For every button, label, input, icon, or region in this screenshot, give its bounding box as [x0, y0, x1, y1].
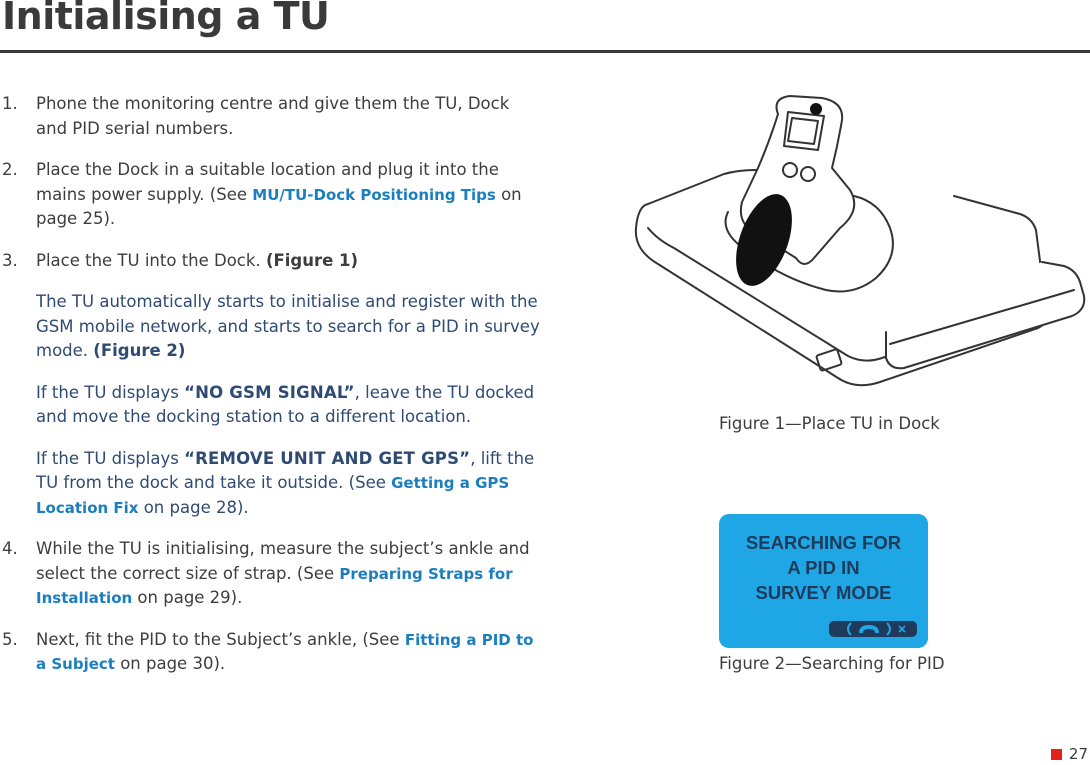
figure-reference: (Figure 2) — [93, 341, 186, 360]
display-message: SEARCHING FOR A PID IN SURVEY MODE — [719, 530, 928, 605]
note-text: If the TU displays — [36, 382, 185, 402]
step-text-tail: on page 29). — [132, 588, 243, 607]
step-text: Next, fit the PID to the Subject’s ankle… — [36, 629, 405, 649]
link-dock-positioning-tips[interactable]: MU/TU-Dock Positioning Tips — [252, 185, 496, 204]
close-icon — [898, 625, 906, 633]
status-bar — [829, 621, 917, 637]
figure-2-caption: Figure 2—Searching for PID — [719, 654, 945, 673]
step-text: Place the Dock in a suitable location an… — [36, 160, 499, 204]
step-number: 1. — [2, 94, 18, 113]
step-text: Place the TU into the Dock. — [36, 250, 266, 270]
link-fitting-pid[interactable]: Fitting a PID to a Subject — [36, 630, 534, 674]
title-divider — [0, 50, 1090, 53]
note-text-mid: , lift the TU from the dock and take it … — [36, 448, 535, 493]
page-title: Initialising a TU — [2, 0, 330, 38]
step-number: 2. — [2, 160, 18, 179]
figure-reference: (Figure 1) — [265, 250, 359, 270]
note-text-tail: , leave the TU docked and move the docki… — [36, 382, 535, 427]
display-line: SURVEY MODE — [755, 582, 892, 603]
step-2: 2. Place the Dock in a suitable location… — [0, 158, 540, 232]
page-footer: 27 — [1050, 745, 1088, 763]
display-message: “NO GSM SIGNAL” — [184, 382, 355, 402]
step-4: 4. While the TU is initialising, measure… — [0, 537, 540, 611]
note-text: If the TU displays — [36, 448, 185, 468]
note-remove-unit: If the TU displays “REMOVE UNIT AND GET … — [0, 447, 540, 521]
figure-1-caption: Figure 1—Place TU in Dock — [719, 414, 940, 433]
tu-in-dock-illustration — [634, 95, 1086, 387]
note-text: The TU automatically starts to initialis… — [36, 292, 540, 360]
step-number: 3. — [2, 250, 18, 270]
step-text-tail: on page 30). — [114, 654, 226, 673]
step-1: 1. Phone the monitoring centre and give … — [0, 92, 540, 141]
step-5: 5. Next, fit the PID to the Subject’s an… — [0, 628, 540, 677]
step-text: While the TU is initialising, measure th… — [36, 539, 530, 583]
step-number: 4. — [2, 539, 18, 558]
page-number: 27 — [1068, 745, 1088, 763]
note-text-tail: on page 28). — [138, 497, 249, 517]
step-3: 3. Place the TU into the Dock. (Figure 1… — [0, 249, 540, 274]
display-message: “REMOVE UNIT AND GET GPS” — [184, 448, 471, 468]
page-marker-square — [1050, 748, 1062, 760]
step-text-tail: on page 25). — [36, 184, 522, 229]
display-line: SEARCHING FOR — [745, 532, 902, 553]
instruction-list: 1. Phone the monitoring centre and give … — [0, 92, 540, 694]
tu-display-screen: SEARCHING FOR A PID IN SURVEY MODE — [719, 514, 928, 648]
note-initialising: The TU automatically starts to initialis… — [0, 290, 540, 364]
phone-icon — [859, 625, 879, 633]
link-gps-location-fix[interactable]: Getting a GPS Location Fix — [36, 474, 510, 517]
step-text: Phone the monitoring centre and give the… — [36, 94, 510, 138]
display-line: A PID IN — [787, 557, 860, 578]
link-preparing-straps[interactable]: Preparing Straps for Installation — [36, 564, 513, 608]
note-no-gsm-signal: If the TU displays “NO GSM SIGNAL”, leav… — [0, 381, 540, 430]
step-number: 5. — [2, 629, 18, 649]
status-icons — [847, 622, 906, 636]
